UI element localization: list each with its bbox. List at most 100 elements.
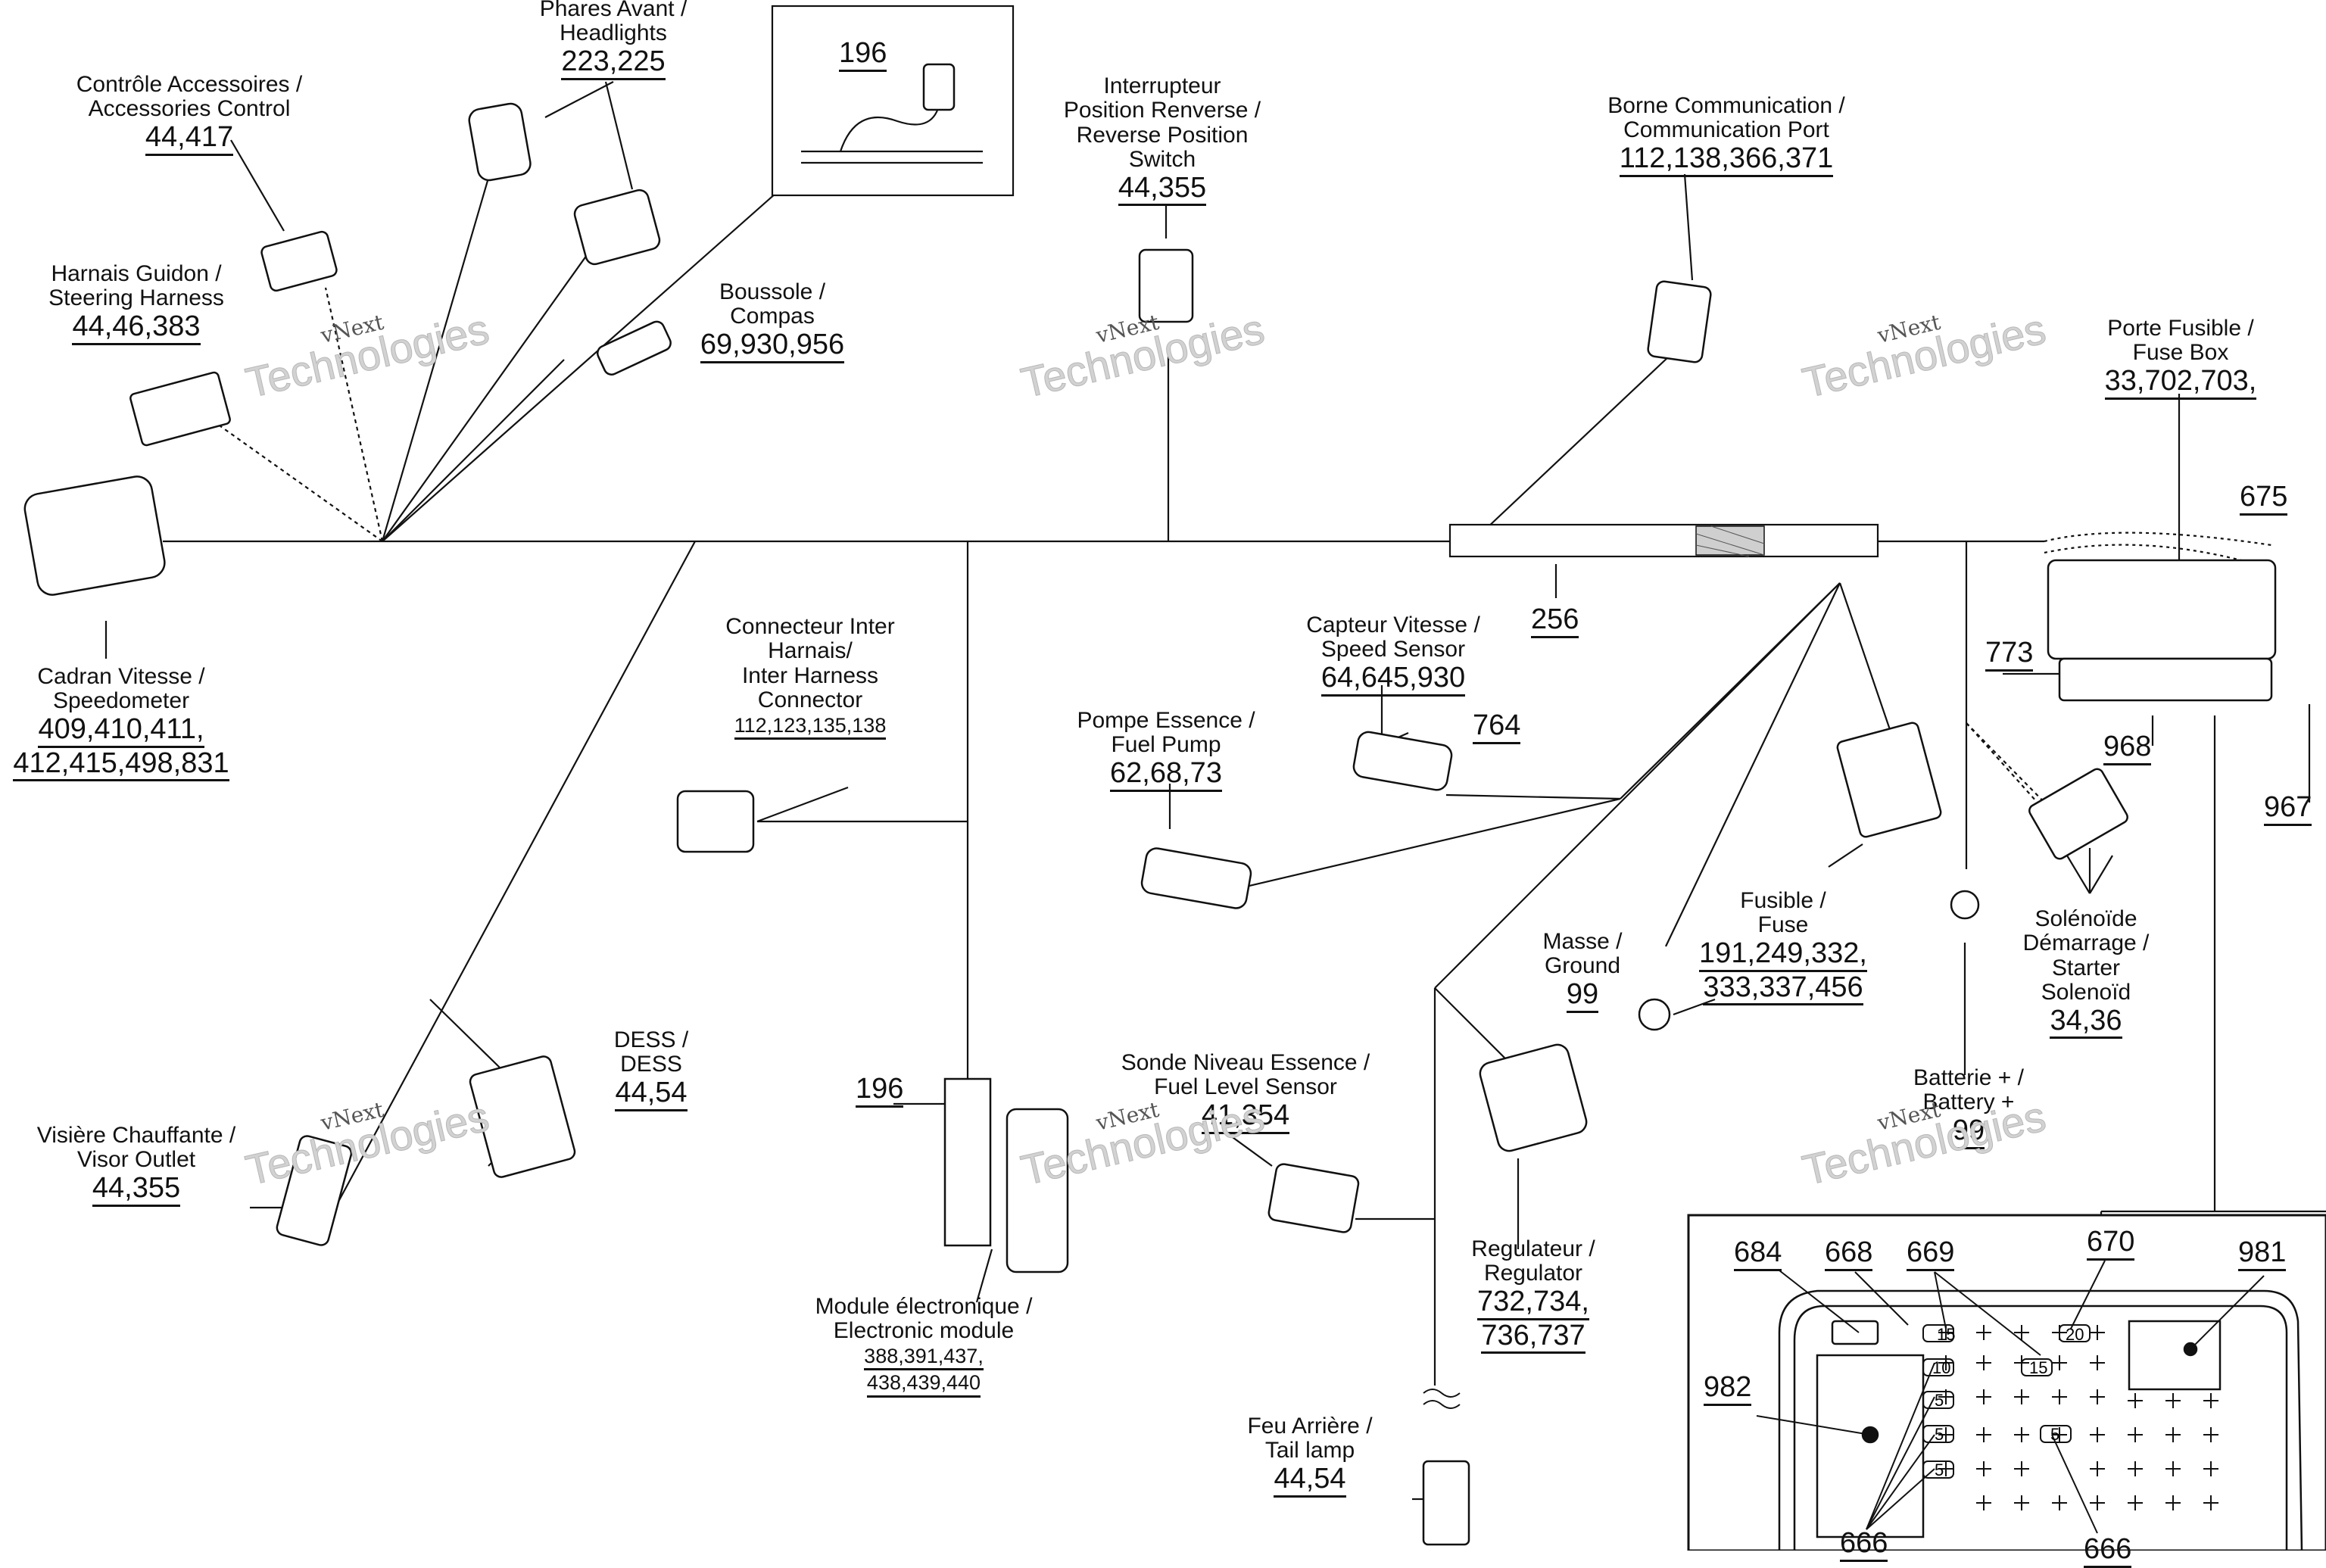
ground-ring-icon [1638,998,1671,1031]
electronic-module-icon [943,1077,1069,1273]
electronic-module-refs-2: 438,439,440 [866,1370,981,1398]
steering-connector-icon [129,371,231,447]
electronic-module-title: Module électronique / Electronic module [815,1294,1033,1344]
fuse-mark-5a: 5 [1935,1391,1944,1410]
fuse-mark-10: 10 [1932,1358,1950,1377]
regulator-refs: 732,734, [1477,1286,1589,1320]
speedometer-connector-icon [23,475,166,596]
compass-refs: 69,930,956 [700,329,845,363]
fuse-box-label: Porte Fusible / Fuse Box 33,702,703, [2075,316,2287,400]
battery-refs: 99 [1952,1114,1985,1149]
part-256: 256 [1531,603,1579,638]
fuse-box-detail [1687,1214,2326,1551]
regulator-title: Regulateur / Regulator [1471,1236,1595,1286]
ground-refs: 99 [1566,978,1599,1013]
battery-title: Batterie + / Battery + [1913,1065,2024,1115]
compass-title: Boussole / Compas [719,279,826,329]
fuel-level-sensor-title: Sonde Niveau Essence / Fuel Level Sensor [1121,1050,1370,1100]
ground-label: Masse / Ground 99 [1522,929,1643,1013]
part-666-a: 666 [1840,1527,1888,1562]
part-981: 981 [2238,1236,2287,1271]
fuse-refs-2: 333,337,456 [1703,971,1863,1006]
fuse-mark-5b: 5 [1935,1425,1944,1444]
inter-harness-connector-icon [676,790,755,853]
fuse-mark-15b: 15 [2029,1358,2047,1377]
part-668: 668 [1825,1236,1873,1271]
part-675: 675 [2240,481,2288,516]
reverse-switch-label: Interrupteur Position Renverse / Reverse… [1022,73,1302,207]
fuel-pump-label: Pompe Essence / Fuel Pump 62,68,73 [1052,708,1280,792]
steering-harness-label: Harnais Guidon / Steering Harness 44,46,… [15,261,257,345]
ground-title: Masse / Ground [1542,929,1623,979]
inset-connector-icon [922,63,956,111]
speed-sensor-title: Capteur Vitesse / Speed Sensor [1306,613,1480,662]
part-967: 967 [2264,791,2312,826]
fuel-level-connector-icon [1267,1163,1360,1233]
inter-harness-label: Connecteur Inter Harnais/ Inter Harness … [681,614,939,740]
regulator-connector-icon [1479,1043,1588,1152]
starter-solenoid-label: Solénoïde Démarrage / Starter Solenoïd 3… [1991,906,2181,1040]
accessories-control-title: Contrôle Accessoires / Accessories Contr… [76,72,303,122]
speedometer-title: Cadran Vitesse / Speedometer [37,664,205,714]
solenoid-connector-icon [2028,768,2128,860]
dess-label: DESS / DESS 44,54 [591,1027,712,1111]
inter-harness-refs: 112,123,135,138 [734,713,887,740]
reverse-switch-connector-icon [1138,248,1194,323]
tail-lamp-refs: 44,54 [1274,1463,1346,1498]
accessories-control-label: Contrôle Accessoires / Accessories Contr… [53,72,326,156]
reverse-switch-refs: 44,355 [1118,172,1207,207]
part-196-module: 196 [856,1073,904,1108]
regulator-refs-2: 736,737 [1481,1320,1585,1354]
part-684: 684 [1734,1236,1782,1271]
part-773: 773 [1985,637,2034,672]
dess-title: DESS / DESS [613,1027,689,1077]
tail-lamp-title: Feu Arrière / Tail lamp [1247,1414,1373,1464]
battery-label: Batterie + / Battery + 99 [1878,1065,2059,1149]
fuse-mark-5d: 5 [2050,1425,2059,1444]
visor-outlet-refs: 44,355 [92,1172,181,1207]
part-670: 670 [2087,1226,2135,1261]
fuse-box-refs: 33,702,703, [2104,365,2257,400]
speed-sensor-refs: 64,645,930 [1320,662,1466,697]
compass-connector-icon [596,320,672,376]
fuel-pump-refs: 62,68,73 [1110,757,1222,792]
fuel-level-sensor-label: Sonde Niveau Essence / Fuel Level Sensor… [1090,1050,1401,1134]
headlight-connector-icon-1 [468,102,532,182]
headlight-connector-icon-2 [573,189,661,266]
fuse-refs: 191,249,332, [1699,937,1867,972]
steering-harness-title: Harnais Guidon / Steering Harness [48,261,224,311]
speedometer-label: Cadran Vitesse / Speedometer 409,410,411… [0,664,242,782]
fuel-pump-title: Pompe Essence / Fuel Pump [1077,708,1255,758]
part-968: 968 [2103,731,2152,765]
visor-outlet-label: Visière Chauffante / Visor Outlet 44,355 [8,1123,265,1207]
part-196-top: 196 [839,37,887,72]
comm-port-connector-icon [1647,280,1712,363]
fuse-mark-15a: 15 [1937,1325,1955,1344]
fuse-cavity-grid [1922,1324,2218,1510]
communication-port-refs: 112,138,366,371 [1619,142,1834,177]
visor-connector-icon [276,1135,353,1246]
communication-port-title: Borne Communication / Communication Port [1607,93,1845,143]
starter-solenoid-refs: 34,36 [2050,1005,2122,1040]
fuse-connector-icon [1836,722,1942,838]
reverse-switch-title: Interrupteur Position Renverse / Reverse… [1063,73,1261,173]
fuse-mark-5c: 5 [1935,1460,1944,1479]
dess-connector-icon [469,1055,576,1178]
accessories-control-refs: 44,417 [145,121,234,156]
speedometer-refs: 409,410,411, [38,713,204,748]
fuse-title: Fusible / Fuse [1740,888,1826,938]
part-982: 982 [1704,1371,1752,1406]
speedometer-refs-2: 412,415,498,831 [13,747,229,782]
communication-port-label: Borne Communication / Communication Port… [1567,93,1885,177]
fuse-mark-20: 20 [2066,1325,2084,1344]
tail-lamp-label: Feu Arrière / Tail lamp 44,54 [1211,1414,1408,1498]
accessories-connector-icon [260,230,338,292]
fuse-box-housing-icon [2047,559,2277,702]
fuse-label: Fusible / Fuse 191,249,332, 333,337,456 [1673,888,1893,1006]
speed-sensor-label: Capteur Vitesse / Speed Sensor 64,645,93… [1272,613,1514,697]
part-669: 669 [1907,1236,1955,1271]
fuel-pump-connector-icon [1140,847,1252,909]
battery-ring-icon [1950,890,1980,920]
